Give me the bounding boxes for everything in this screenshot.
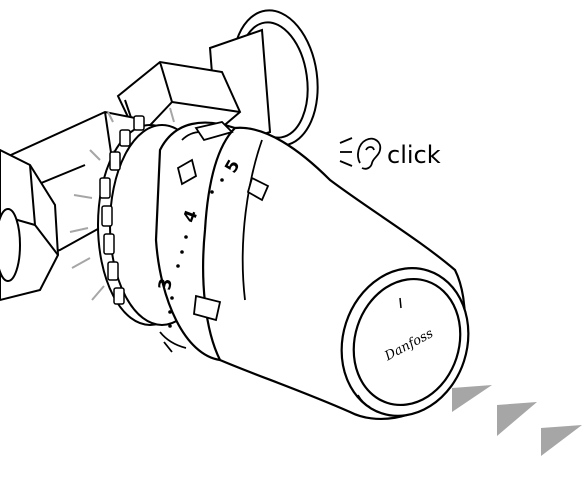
- dial-number-3: 3: [155, 277, 177, 292]
- triangle-right-icon: [497, 402, 537, 436]
- push-direction-arrows: [452, 385, 582, 456]
- dial-band-details: [159, 121, 270, 353]
- triangle-right-icon: [541, 425, 582, 456]
- click-annotation: click: [339, 137, 441, 170]
- thermostat-head: [154, 121, 470, 421]
- valve-flange: [208, 9, 319, 152]
- pipe-coupling-nut: [0, 148, 60, 302]
- ear-sound-icon: [339, 137, 382, 170]
- dial-scale-ticks: [168, 178, 224, 328]
- triangle-right-icon: [452, 385, 492, 412]
- click-label: click: [387, 141, 441, 169]
- collar-ribs: [99, 115, 145, 305]
